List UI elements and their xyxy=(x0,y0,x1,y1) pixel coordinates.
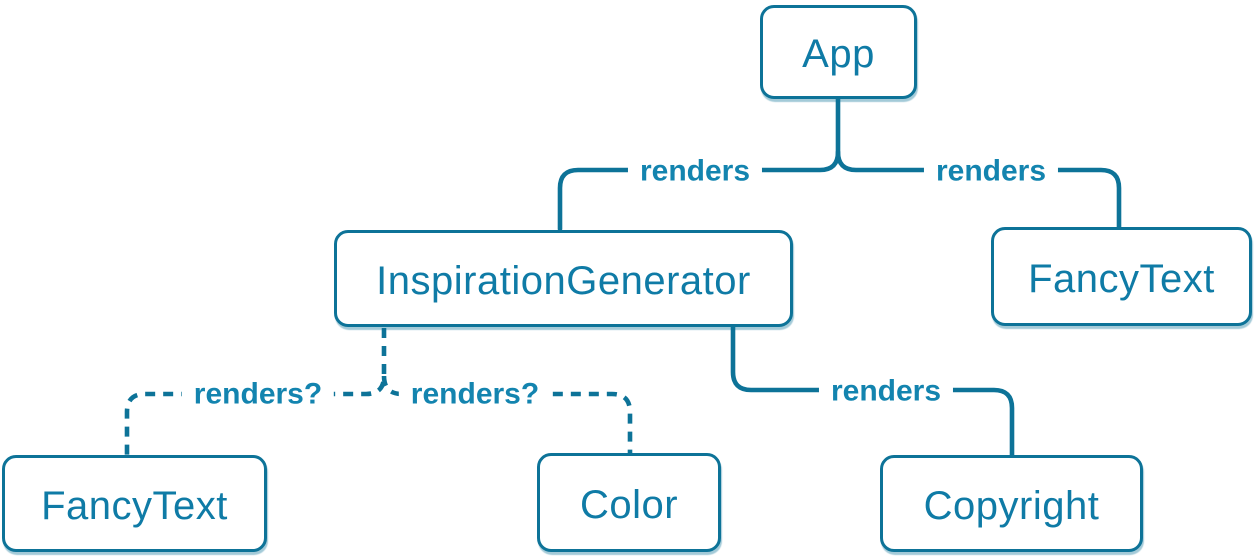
node-inspiration-generator: InspirationGenerator xyxy=(334,230,793,327)
node-inspiration-generator-label: InspirationGenerator xyxy=(376,258,751,303)
node-fancy-text-top: FancyText xyxy=(991,227,1252,326)
node-copyright: Copyright xyxy=(880,455,1143,552)
node-copyright-label: Copyright xyxy=(923,483,1100,528)
edge-label-inspirationgenerator-color: renders? xyxy=(398,377,552,411)
edge-label-inspirationgenerator-fancytext: renders? xyxy=(181,377,335,411)
edge-label-inspirationgenerator-copyright: renders xyxy=(818,374,954,408)
edge-app-fancytext xyxy=(835,149,1122,231)
node-app-label: App xyxy=(802,32,875,76)
edge-label-app-fancytext: renders xyxy=(923,154,1059,188)
node-fancy-text-bottom-label: FancyText xyxy=(41,483,228,528)
node-app: App xyxy=(760,5,917,99)
node-color: Color xyxy=(537,453,721,552)
node-fancy-text-bottom: FancyText xyxy=(2,455,267,552)
node-fancy-text-top-label: FancyText xyxy=(1028,256,1215,301)
edge-inspirationgenerator-color-dashed xyxy=(381,375,633,454)
edge-label-app-inspirationgenerator: renders xyxy=(627,154,763,188)
node-color-label: Color xyxy=(579,482,679,527)
